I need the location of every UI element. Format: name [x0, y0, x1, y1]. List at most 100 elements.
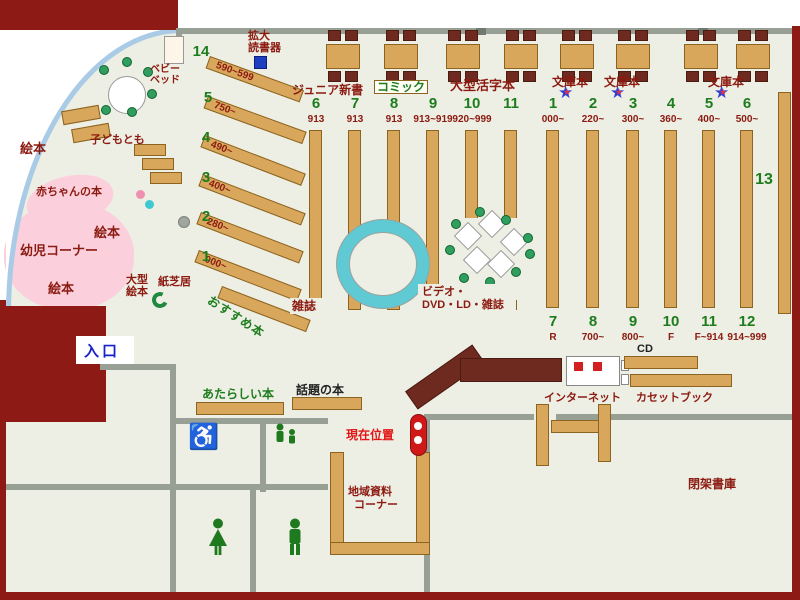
stack-number: 10: [662, 313, 680, 330]
reading-table: [326, 44, 360, 69]
closed-stacks-label: 閉架書庫: [688, 477, 737, 491]
picture-books-label: 絵本: [20, 141, 47, 156]
stack-number: 8: [389, 95, 399, 112]
round-table: [108, 76, 146, 114]
kids-corner-label: 幼児コーナー: [20, 243, 99, 258]
stack-range: 913: [385, 114, 403, 125]
wall-right: [792, 26, 800, 600]
large-picture-label-1: 大型: [126, 274, 148, 286]
bookshelf: [586, 130, 599, 308]
reader-label-1: 拡大: [248, 30, 270, 42]
bookshelf: [546, 130, 559, 308]
internet-terminal: [593, 362, 602, 371]
stool: [459, 273, 469, 283]
stack-number: 4: [201, 129, 211, 146]
bookshelf: [664, 130, 677, 308]
stack-range: 913: [346, 114, 364, 125]
large-picture-label-2: 絵本: [126, 286, 148, 298]
step-shelf: [134, 144, 166, 156]
chair: [755, 71, 768, 82]
bookshelf: [702, 130, 715, 308]
reading-table: [684, 44, 718, 69]
stack-number: 9: [428, 95, 438, 112]
star-icon: ★★: [558, 83, 574, 102]
chair: [635, 30, 648, 41]
local-label-2: コーナー: [354, 499, 398, 511]
chair: [618, 71, 631, 82]
stool: [511, 267, 521, 277]
internet-terminal: [574, 362, 583, 371]
stack-range: 914~999: [727, 332, 767, 343]
curved-magazine-rack: [336, 219, 430, 309]
stack-range: 500~: [735, 114, 759, 125]
local-label-1: 地域資料: [348, 486, 392, 498]
chair: [686, 71, 699, 82]
entrance-label: 入口: [84, 343, 121, 360]
stack-number: 1: [201, 248, 211, 265]
reading-table: [504, 44, 538, 69]
stack-number: 5: [203, 89, 213, 106]
chair: [738, 71, 751, 82]
floor-patch: [290, 298, 324, 314]
chair: [386, 30, 399, 41]
reader-label-2: 読書器: [248, 42, 281, 54]
stack-number: 7: [548, 313, 558, 330]
stack-number: 5: [704, 95, 714, 112]
chair: [345, 71, 358, 82]
stack-number: 6: [742, 95, 752, 112]
stack-range: 300~: [621, 114, 645, 125]
bookshelf: [626, 130, 639, 308]
new-books-label: あたらしい本: [202, 387, 275, 401]
chair: [686, 30, 699, 41]
picture-books-label: 絵本: [48, 281, 75, 296]
stack-number: 6: [311, 95, 321, 112]
chair: [506, 71, 519, 82]
stack-number: 11: [701, 313, 717, 330]
wall-restroom-bottom: [6, 484, 328, 490]
stack-number: 3: [628, 95, 638, 112]
chair: [755, 30, 768, 41]
comic-label: コミック: [374, 80, 429, 94]
wall-corridor: [100, 364, 176, 370]
bunko-label: 文庫本: [708, 75, 745, 89]
stool: [147, 89, 157, 99]
bookshelf: [536, 404, 549, 466]
chair: [506, 30, 519, 41]
chair: [523, 71, 536, 82]
pillar-dot: [178, 216, 190, 228]
kodomo-label: 子どもとも: [90, 134, 145, 146]
chair: [621, 374, 629, 385]
stack-number: 12: [738, 313, 756, 330]
picture-books-label: 絵本: [94, 225, 121, 240]
stack-range: 360~: [659, 114, 683, 125]
man-icon: [289, 518, 301, 555]
stool: [451, 219, 461, 229]
wall-restroom-divider: [250, 484, 256, 592]
stool: [143, 67, 153, 77]
bookshelf-13: [778, 92, 791, 314]
chair: [703, 30, 716, 41]
chair: [448, 30, 461, 41]
wall-center-2: [556, 414, 792, 420]
baby-bed: [164, 36, 184, 64]
stack-number-13: 13: [755, 171, 773, 188]
baby-bed-label-2: ベッド: [150, 75, 180, 86]
step-shelf: [150, 172, 182, 184]
new-books-shelf: [196, 402, 284, 415]
wall-restroom-mid: [260, 418, 266, 492]
chair: [328, 30, 341, 41]
chair: [635, 71, 648, 82]
large-print-label: 大型活字本: [450, 78, 516, 93]
stool: [122, 57, 132, 67]
stack-range: F~914: [694, 332, 724, 343]
bunko-label: 文庫本: [552, 75, 589, 89]
stack-number: 11: [503, 95, 519, 112]
woman-icon: [209, 518, 227, 555]
chair: [523, 30, 536, 41]
baby-books-label: 赤ちゃんの本: [36, 186, 102, 198]
stack-number: 4: [666, 95, 676, 112]
reading-table: [384, 44, 418, 69]
stack-range: 913: [307, 114, 325, 125]
chair: [562, 71, 575, 82]
